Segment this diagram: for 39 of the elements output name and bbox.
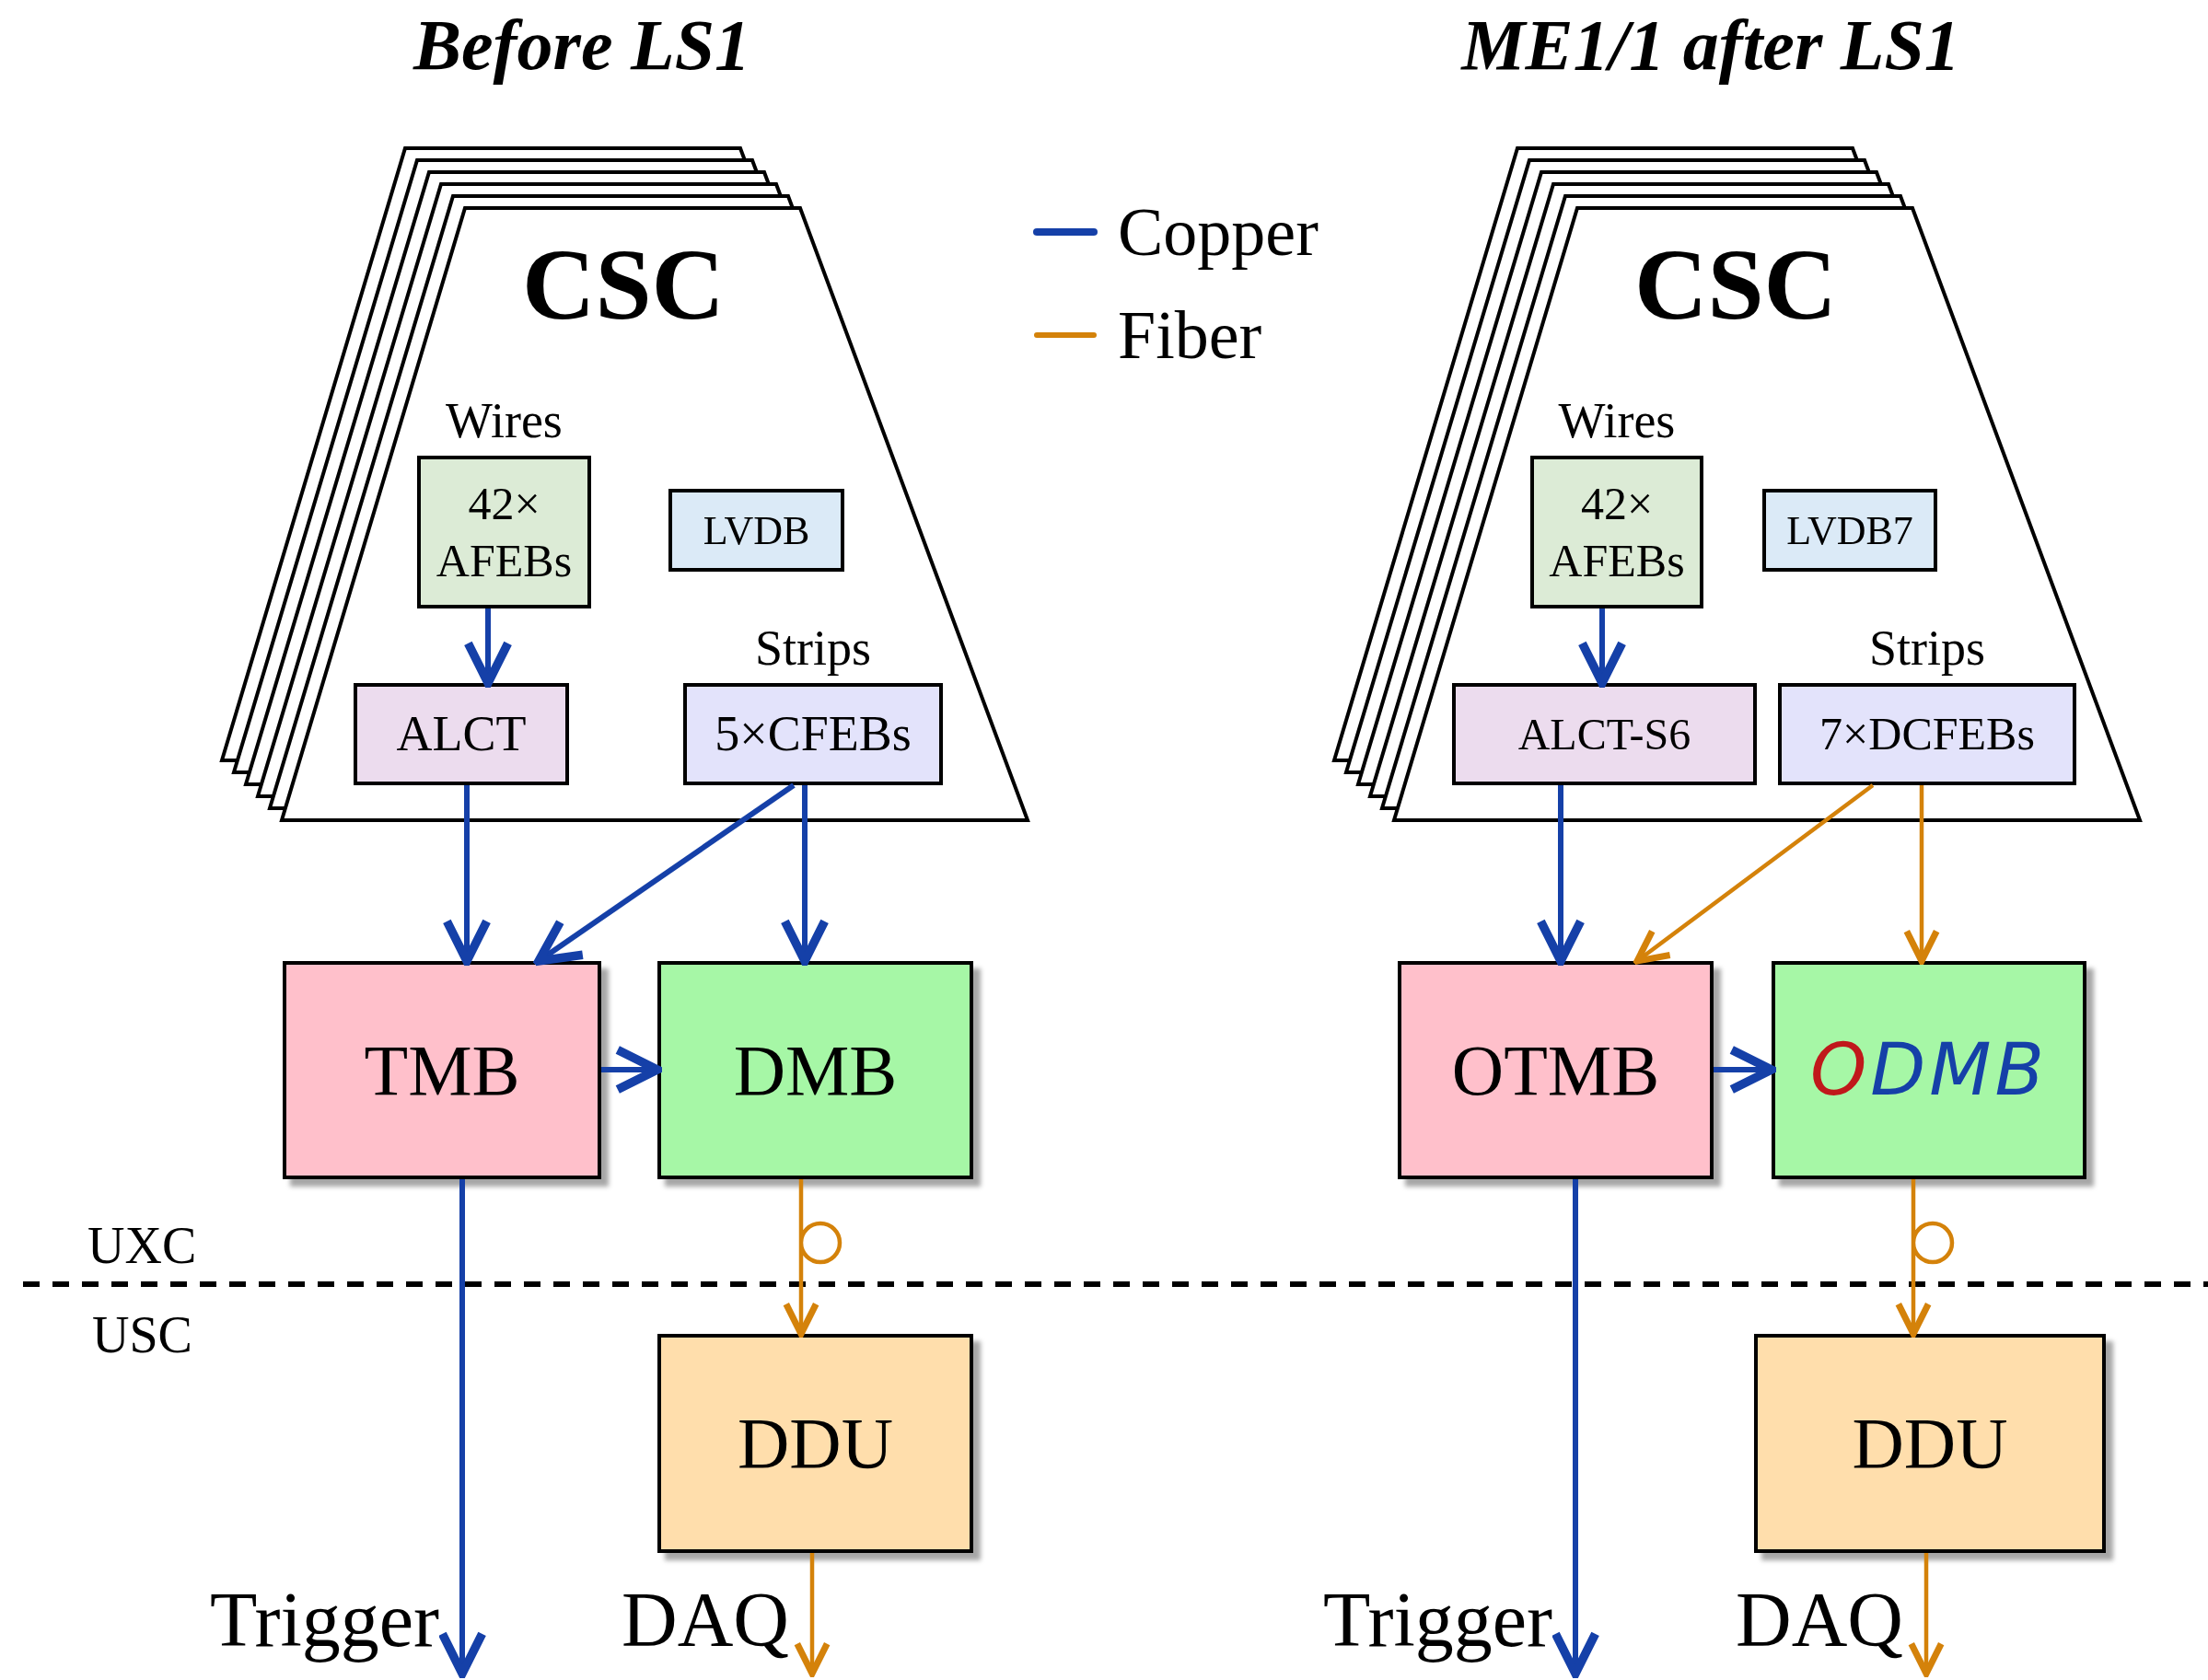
ddu-box: DDU (657, 1334, 973, 1553)
chamber-title: CSC (1633, 234, 1839, 335)
copper-arrow (780, 785, 830, 966)
afeb-box: 42× AFEBs (417, 456, 591, 608)
fiber-arrow (1908, 1553, 1945, 1677)
group-heading: Wires (445, 392, 564, 450)
chamber-trapezoid (282, 208, 1028, 820)
zone-label: UXC (87, 1220, 197, 1271)
alct-box: ALCT (354, 683, 569, 785)
fiber-arrow (1903, 785, 1940, 965)
copper-arrow (442, 785, 492, 966)
dcfeb-box: 7×DCFEBs (1778, 683, 2076, 785)
chamber-trapezoid (1394, 208, 2140, 820)
fiber-arrow (1633, 783, 1875, 965)
fiber-arrow (1895, 1179, 1955, 1338)
copper-arrow (601, 1045, 662, 1095)
tmb-box: TMB (283, 961, 601, 1179)
copper-arrow (463, 608, 513, 688)
afeb-box: 42× AFEBs (1530, 456, 1703, 608)
copper-arrow (1577, 608, 1627, 688)
copper-arrow (534, 782, 796, 966)
zone-label: USC (92, 1309, 192, 1361)
ddu-box: DDU (1754, 1334, 2106, 1553)
group-heading: Strips (753, 620, 872, 678)
copper-arrow (1536, 785, 1586, 966)
lvdb-box: LVDB (668, 489, 844, 572)
otmb-box: OTMB (1398, 961, 1714, 1179)
lvdb-box: LVDB7 (1762, 489, 1937, 572)
fiber-arrow (783, 1179, 843, 1338)
dmb-box: DMB (657, 961, 973, 1179)
group-heading: Strips (1867, 620, 1986, 678)
copper-arrow (1714, 1045, 1776, 1095)
alct-box: ALCT-S6 (1452, 683, 1757, 785)
legend-text: Fiber (1118, 301, 1262, 369)
fiber-arrow (794, 1553, 831, 1677)
group-heading: Wires (1557, 392, 1677, 450)
odmb-box: ODMB (1772, 961, 2086, 1179)
cfeb-box: 5×CFEBs (683, 683, 943, 785)
chamber-title: CSC (520, 234, 726, 335)
